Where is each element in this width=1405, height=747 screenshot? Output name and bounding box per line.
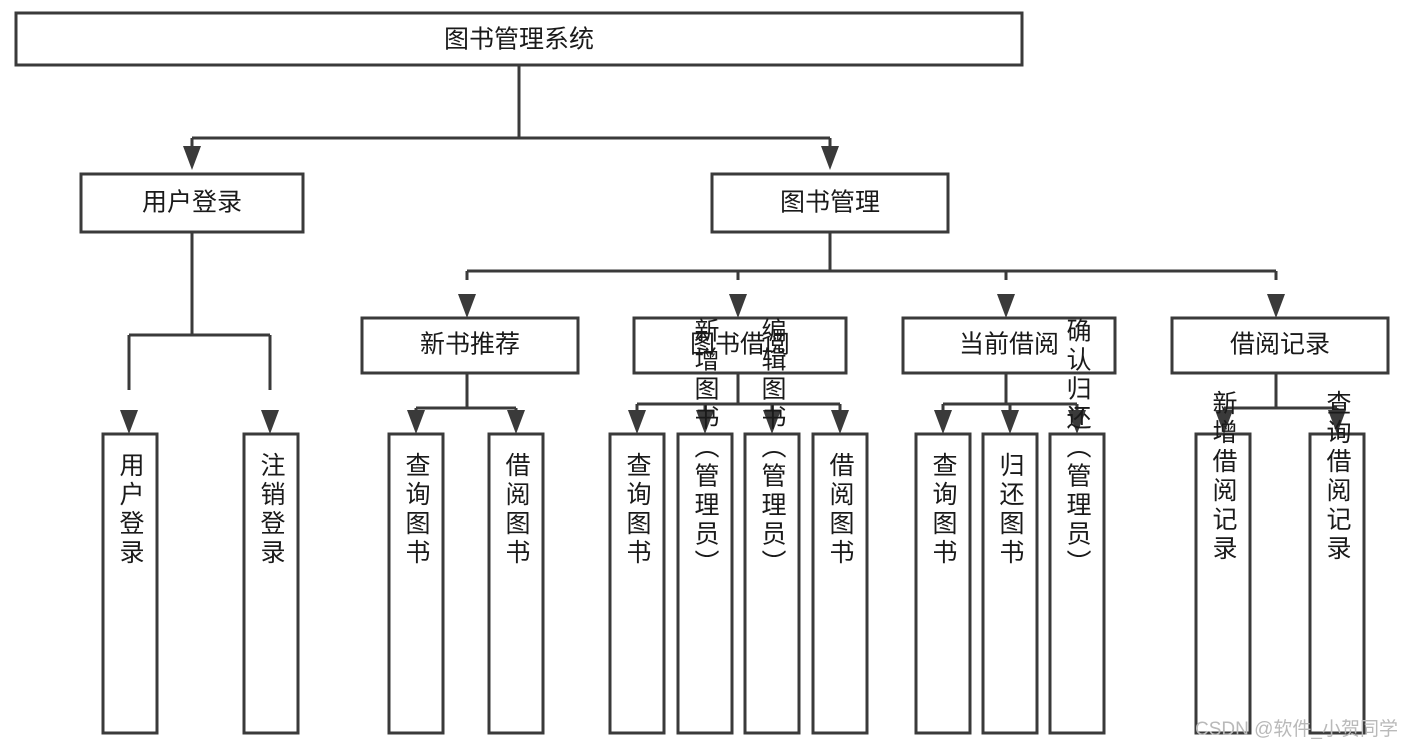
leaf-user-login-label: 用户登录 xyxy=(116,452,145,568)
leaf-logout-login[interactable]: 注销登录 xyxy=(242,432,300,735)
leaf-bb-add-book[interactable]: 新增图书（管理员） xyxy=(676,318,734,735)
leaf-logout-login-box[interactable] xyxy=(242,432,300,735)
node-user-login[interactable]: 用户登录 xyxy=(79,172,305,234)
node-book-borrow-label: 图书借阅 xyxy=(690,331,790,359)
node-book-management[interactable]: 图书管理 xyxy=(710,172,950,234)
leaf-br-query-record-box[interactable] xyxy=(1308,432,1366,735)
node-new-book-recommend-box[interactable] xyxy=(360,316,580,375)
leaf-bb-add-book-label: 新增图书（管理员） xyxy=(691,318,720,579)
node-root-box[interactable] xyxy=(14,11,1024,67)
arrowhead-cb-query xyxy=(934,410,952,434)
leaf-nb-borrow-book[interactable]: 借阅图书 xyxy=(487,432,545,735)
leaf-cb-confirm-return-label: 确认归还（管理员） xyxy=(1063,318,1092,579)
leaf-br-add-record-label: 新增借阅记录 xyxy=(1209,390,1238,564)
node-book-borrow[interactable]: 图书借阅 xyxy=(632,316,848,375)
leaf-cb-query-book-label: 查询图书 xyxy=(929,452,958,568)
csdn-watermark: CSDN @软件_小贺同学 xyxy=(1195,718,1398,740)
connector-layer xyxy=(120,65,1346,434)
arrowhead-nb-borrow xyxy=(507,410,525,434)
leaf-br-query-record[interactable]: 查询借阅记录 xyxy=(1308,390,1366,735)
node-borrow-record[interactable]: 借阅记录 xyxy=(1170,316,1390,375)
leaf-bb-borrow-book-box[interactable] xyxy=(811,432,869,735)
leaf-bb-query-book-label: 查询图书 xyxy=(623,452,652,568)
arrowhead-book-mgmt xyxy=(821,146,839,170)
leaf-br-query-record-label: 查询借阅记录 xyxy=(1323,390,1352,564)
node-user-login-label: 用户登录 xyxy=(142,189,242,217)
arrowhead-borrow-record xyxy=(1267,294,1285,318)
leaf-nb-query-book-box[interactable] xyxy=(387,432,445,735)
arrowhead-bb-borrow xyxy=(831,410,849,434)
node-book-borrow-box[interactable] xyxy=(632,316,848,375)
node-book-management-label: 图书管理 xyxy=(780,189,880,217)
leaf-logout-login-label: 注销登录 xyxy=(257,452,286,568)
arrowhead-nb-query xyxy=(407,410,425,434)
leaf-cb-query-book[interactable]: 查询图书 xyxy=(914,432,972,735)
node-user-login-box[interactable] xyxy=(79,172,305,234)
arrowhead-cb-return xyxy=(1001,410,1019,434)
leaf-nb-borrow-book-label: 借阅图书 xyxy=(502,452,531,568)
node-current-borrow[interactable]: 当前借阅 xyxy=(901,316,1117,375)
leaf-bb-query-book-box[interactable] xyxy=(608,432,666,735)
arrowhead-current-borrow xyxy=(997,294,1015,318)
node-root-label: 图书管理系统 xyxy=(444,26,594,54)
leaf-bb-add-book-box[interactable] xyxy=(676,432,734,735)
leaf-nb-query-book-label: 查询图书 xyxy=(402,452,431,568)
node-borrow-record-box[interactable] xyxy=(1170,316,1390,375)
node-new-book-recommend-label: 新书推荐 xyxy=(420,331,520,359)
leaf-bb-edit-book[interactable]: 编辑图书（管理员） xyxy=(743,318,801,735)
leaf-cb-confirm-return-box[interactable] xyxy=(1048,432,1106,735)
leaf-cb-confirm-return[interactable]: 确认归还（管理员） xyxy=(1048,318,1106,735)
leaf-nb-borrow-book-box[interactable] xyxy=(487,432,545,735)
leaf-bb-query-book[interactable]: 查询图书 xyxy=(608,432,666,735)
node-book-management-box[interactable] xyxy=(710,172,950,234)
node-root[interactable]: 图书管理系统 xyxy=(14,11,1024,67)
leaf-br-add-record[interactable]: 新增借阅记录 xyxy=(1194,390,1252,735)
leaf-bb-borrow-book[interactable]: 借阅图书 xyxy=(811,432,869,735)
arrowhead-leaf-user-login xyxy=(120,410,138,434)
leaf-cb-return-book-label: 归还图书 xyxy=(996,452,1025,568)
leaf-cb-query-book-box[interactable] xyxy=(914,432,972,735)
arrowhead-leaf-logout xyxy=(261,410,279,434)
node-new-book-recommend[interactable]: 新书推荐 xyxy=(360,316,580,375)
leaf-br-add-record-box[interactable] xyxy=(1194,432,1252,735)
leaf-user-login[interactable]: 用户登录 xyxy=(101,432,159,735)
node-current-borrow-box[interactable] xyxy=(901,316,1117,375)
leaf-bb-borrow-book-label: 借阅图书 xyxy=(826,452,855,568)
arrowhead-new-book xyxy=(458,294,476,318)
node-borrow-record-label: 借阅记录 xyxy=(1230,331,1330,359)
leaf-nb-query-book[interactable]: 查询图书 xyxy=(387,432,445,735)
leaf-cb-return-book[interactable]: 归还图书 xyxy=(981,432,1039,735)
leaf-bb-edit-book-label: 编辑图书（管理员） xyxy=(758,318,787,579)
arrowhead-bb-query xyxy=(628,410,646,434)
node-current-borrow-label: 当前借阅 xyxy=(959,331,1059,359)
leaf-bb-edit-book-box[interactable] xyxy=(743,432,801,735)
arrowhead-user-login xyxy=(183,146,201,170)
leaf-user-login-box[interactable] xyxy=(101,432,159,735)
leaf-cb-return-book-box[interactable] xyxy=(981,432,1039,735)
arrowhead-book-borrow xyxy=(729,294,747,318)
